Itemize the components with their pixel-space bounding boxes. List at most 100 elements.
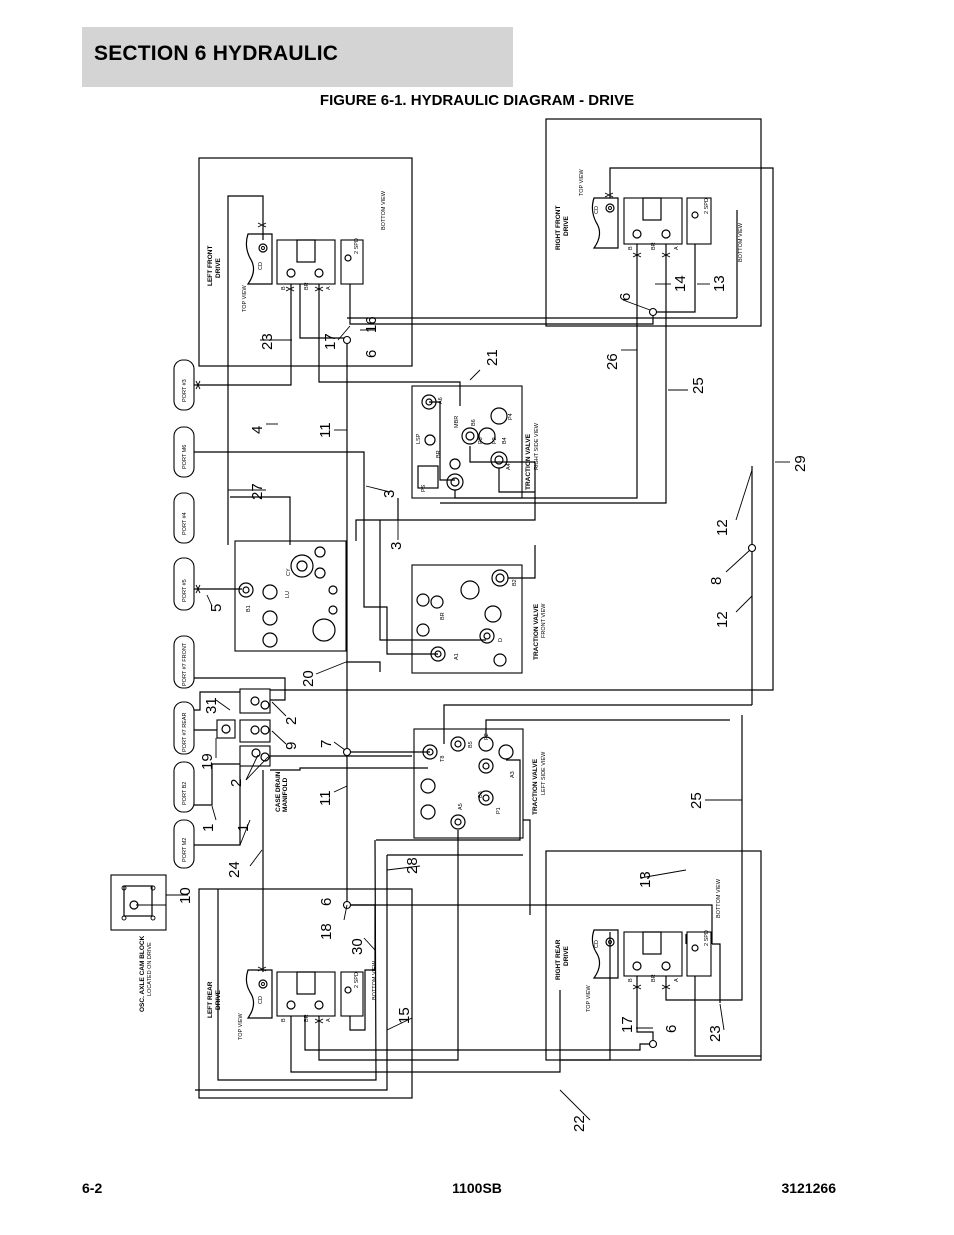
section-banner: SECTION 6 HYDRAULIC: [82, 27, 513, 87]
front-valve-port-br: BR: [440, 612, 446, 620]
right-valve-port-b6: B6: [471, 419, 477, 426]
manifold-block: CY B1 LU: [234, 540, 347, 652]
port-7-front-label: PORT #7 FRONT: [182, 642, 188, 686]
left-valve-port-p1: P1: [496, 807, 502, 814]
port-3-label: PORT #3: [182, 379, 188, 402]
right-front-title: RIGHT FRONT: [555, 206, 562, 250]
callout-2b: 2: [228, 779, 245, 787]
hose-lines: [194, 167, 774, 1091]
left-front-bottom-view: BOTTOM VIEW: [381, 190, 387, 230]
callout-1b: 1: [235, 824, 252, 832]
left-front-sub: DRIVE: [215, 257, 222, 278]
callout-17a: 17: [322, 333, 339, 350]
callout-3b: 3: [388, 542, 405, 550]
callout-22: 22: [571, 1115, 588, 1132]
callout-20: 20: [300, 670, 317, 687]
right-rear-sub: DRIVE: [563, 945, 570, 966]
right-valve-port-p4: P4: [508, 413, 514, 420]
callout-4: 4: [249, 426, 266, 434]
right-rear-spd: 2 SPD: [704, 930, 710, 946]
callout-11a: 11: [317, 422, 334, 438]
right-front-spd: 2 SPD: [704, 198, 710, 214]
right-rear-cd: CD: [594, 940, 600, 948]
traction-valve-front: TRACTION VALVE FRONT VIEW B2 BR D A1: [411, 564, 547, 674]
right-valve-port-p2: P2: [492, 437, 498, 444]
left-valve-sub: LEFT SIDE VIEW: [541, 751, 547, 795]
callout-28: 28: [404, 857, 421, 874]
left-rear-b: B: [281, 1018, 287, 1022]
callout-8: 8: [708, 577, 725, 585]
right-rear-drive-frame: [545, 850, 762, 1061]
callout-6a: 6: [363, 350, 380, 358]
port-7-rear-label: PORT #7 REAR: [182, 712, 188, 752]
port-5-label: PORT #5: [182, 579, 188, 602]
right-valve-port-p3: P3: [478, 437, 484, 444]
left-front-br: BR: [304, 282, 310, 290]
port-m2-label: PORT M2: [182, 838, 188, 862]
left-front-a: A: [326, 286, 332, 290]
right-front-drive-frame: [545, 118, 762, 327]
callout-6d: 6: [663, 1025, 680, 1033]
callout-25a: 25: [690, 377, 707, 394]
traction-valve-left-side: TRACTION VALVE LEFT SIDE VIEW T8 B5 P2 A…: [413, 728, 547, 839]
right-valve-port-br: BR: [436, 450, 442, 458]
callout-numbers: 1 1 2 2 3 3 4 5 6 6 6 6 7 8 9 10 11 11 1…: [177, 275, 809, 1132]
callout-10: 10: [177, 887, 194, 904]
callout-6b: 6: [617, 293, 634, 301]
left-rear-drive: LEFT REAR DRIVE TOP VIEW BOTTOM VIEW CD …: [207, 960, 378, 1040]
port-m6-label: PORT M6: [182, 445, 188, 469]
left-rear-spd: 2 SPD: [354, 972, 360, 988]
left-front-drive: LEFT FRONT DRIVE TOP VIEW BOTTOM VIEW CD…: [207, 190, 387, 312]
manifold-port-cy: CY: [286, 568, 292, 576]
footer-model: 1100SB: [452, 1180, 502, 1196]
callout-29: 29: [792, 455, 809, 472]
front-valve-port-d: D: [498, 638, 504, 642]
right-rear-b: B: [628, 978, 634, 982]
right-rear-br: BR: [651, 974, 657, 982]
right-front-a: A: [674, 246, 680, 250]
footer-doc-number: 3121266: [781, 1180, 836, 1196]
right-front-top-view: TOP VIEW: [579, 168, 585, 196]
left-rear-br: BR: [304, 1014, 310, 1022]
front-valve-port-a1: A1: [454, 653, 460, 660]
callout-23a: 23: [259, 333, 276, 350]
left-rear-top-view: TOP VIEW: [238, 1012, 244, 1040]
right-front-drive: RIGHT FRONT DRIVE TOP VIEW BOTTOM VIEW C…: [555, 168, 744, 262]
left-rear-cd: CD: [258, 996, 264, 1004]
left-valve-title: TRACTION VALVE: [532, 758, 539, 815]
left-valve-port-b3: B3: [478, 791, 484, 798]
callout-5: 5: [208, 604, 225, 612]
callout-6c: 6: [318, 898, 335, 906]
right-front-bottom-view: BOTTOM VIEW: [738, 222, 744, 262]
callout-9: 9: [283, 742, 300, 750]
right-rear-title: RIGHT REAR: [555, 939, 562, 980]
right-valve-port-a4: A4: [506, 463, 512, 470]
callout-3a: 3: [381, 490, 398, 498]
left-front-drive-frame: [198, 157, 413, 367]
callout-11b: 11: [317, 790, 334, 806]
front-valve-title: TRACTION VALVE: [533, 603, 540, 660]
callout-25b: 25: [688, 792, 705, 809]
left-front-title: LEFT FRONT: [207, 246, 214, 286]
left-rear-a: A: [326, 1018, 332, 1022]
callout-26: 26: [604, 353, 621, 370]
left-valve-port-a5: A5: [458, 803, 464, 810]
callout-30: 30: [349, 938, 366, 955]
right-front-cd: CD: [594, 206, 600, 214]
case-drain-title: CASE DRAIN: [275, 771, 282, 812]
callout-12b: 12: [714, 611, 731, 628]
callout-13a: 13: [711, 275, 728, 292]
right-valve-port-b4: B4: [502, 437, 508, 444]
left-valve-port-b5: B5: [468, 741, 474, 748]
cam-block-title: OSC. AXLE CAM BLOCK: [139, 935, 146, 1012]
leader-lines: [166, 283, 790, 1121]
callout-17b: 17: [619, 1016, 636, 1033]
manifold-port-b1: B1: [246, 605, 252, 612]
port-b2-label: PORT B2: [182, 782, 188, 805]
left-valve-port-a3: A3: [510, 771, 516, 778]
right-front-sub: DRIVE: [563, 215, 570, 236]
right-front-b: B: [628, 246, 634, 250]
callout-16: 16: [363, 316, 380, 333]
right-valve-port-lsp: LSP: [416, 433, 422, 444]
